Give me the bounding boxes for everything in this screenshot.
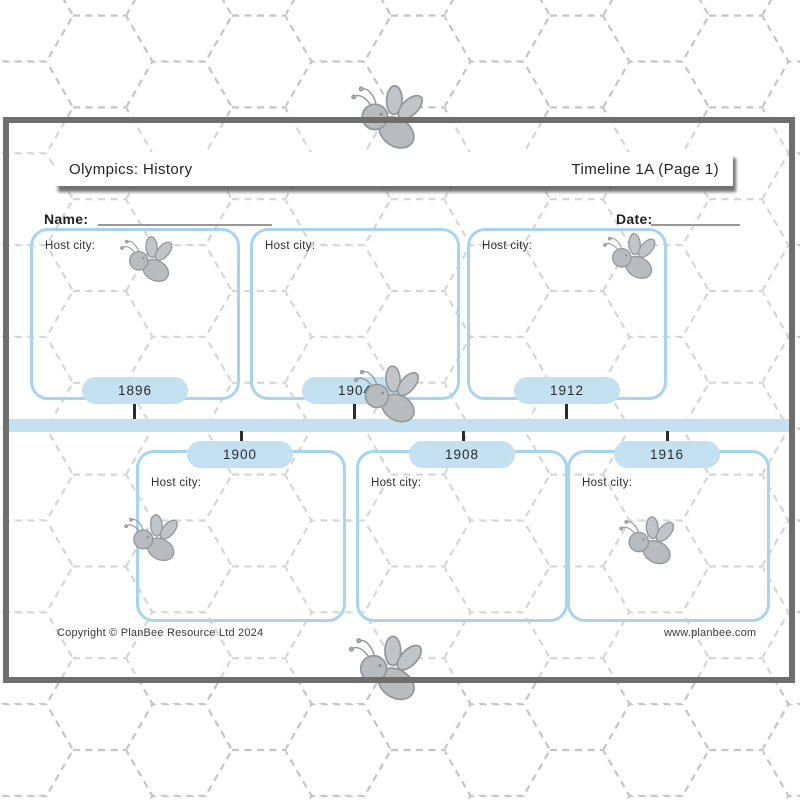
page-frame-border bbox=[3, 117, 795, 683]
